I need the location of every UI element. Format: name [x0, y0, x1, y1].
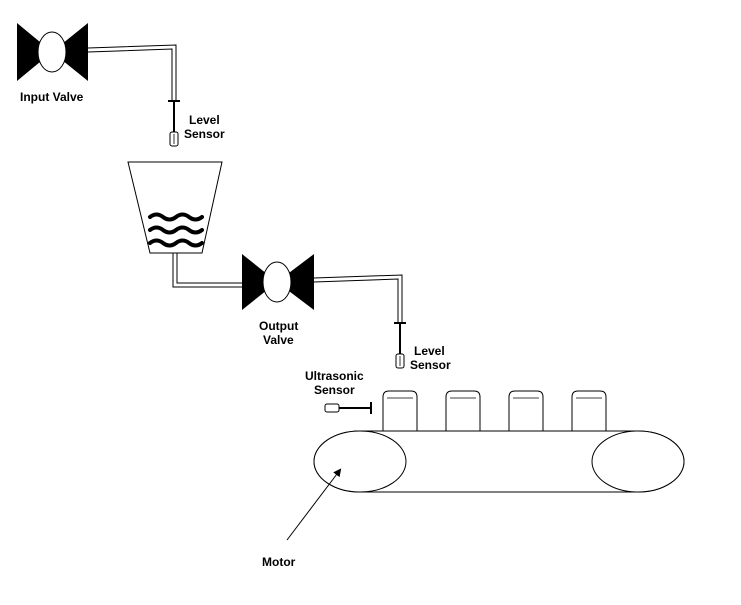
level-sensor-1-label-line2: Sensor: [184, 127, 225, 141]
ultrasonic-sensor-label-line2: Sensor: [314, 383, 355, 397]
idler-roller: [591, 430, 685, 493]
motor-pointer-arrow: [286, 468, 342, 541]
output-valve-right-wing: [277, 254, 314, 310]
level-sensor-2-label-line1: Level: [414, 344, 445, 358]
motor-label: Motor: [262, 555, 296, 569]
input-valve-right-wing: [52, 23, 88, 81]
tank: [127, 161, 223, 254]
input-valve-label: Input Valve: [20, 90, 84, 104]
input-valve-left-wing: [17, 23, 52, 81]
level-sensor-1-label-line1: Level: [189, 113, 220, 127]
ultrasonic-sensor: [324, 402, 372, 414]
bottle-3: [508, 390, 544, 431]
input-valve-actuator: [37, 31, 67, 73]
motor-roller: [313, 430, 407, 493]
bottle-1: [382, 390, 418, 431]
output-valve-actuator: [262, 261, 292, 303]
output-valve-label-line1: Output: [259, 319, 298, 333]
level-sensor-2-label-line2: Sensor: [410, 358, 451, 372]
tank-outlet-pipe: [172, 253, 242, 288]
bottle-4: [571, 390, 607, 431]
output-pipe: [313, 274, 403, 322]
tank-liquid-waves: [148, 212, 204, 248]
level-sensor-2: [394, 322, 406, 369]
input-pipe: [87, 44, 177, 100]
ultrasonic-sensor-label-line1: Ultrasonic: [305, 369, 364, 383]
bottle-2: [445, 390, 481, 431]
level-sensor-1: [168, 100, 180, 147]
conveyor-belt: [313, 430, 685, 493]
input-valve: [17, 23, 88, 81]
output-valve: [242, 254, 314, 310]
output-valve-left-wing: [242, 254, 277, 310]
bottles: [382, 390, 607, 431]
output-valve-label-line2: Valve: [263, 333, 294, 347]
